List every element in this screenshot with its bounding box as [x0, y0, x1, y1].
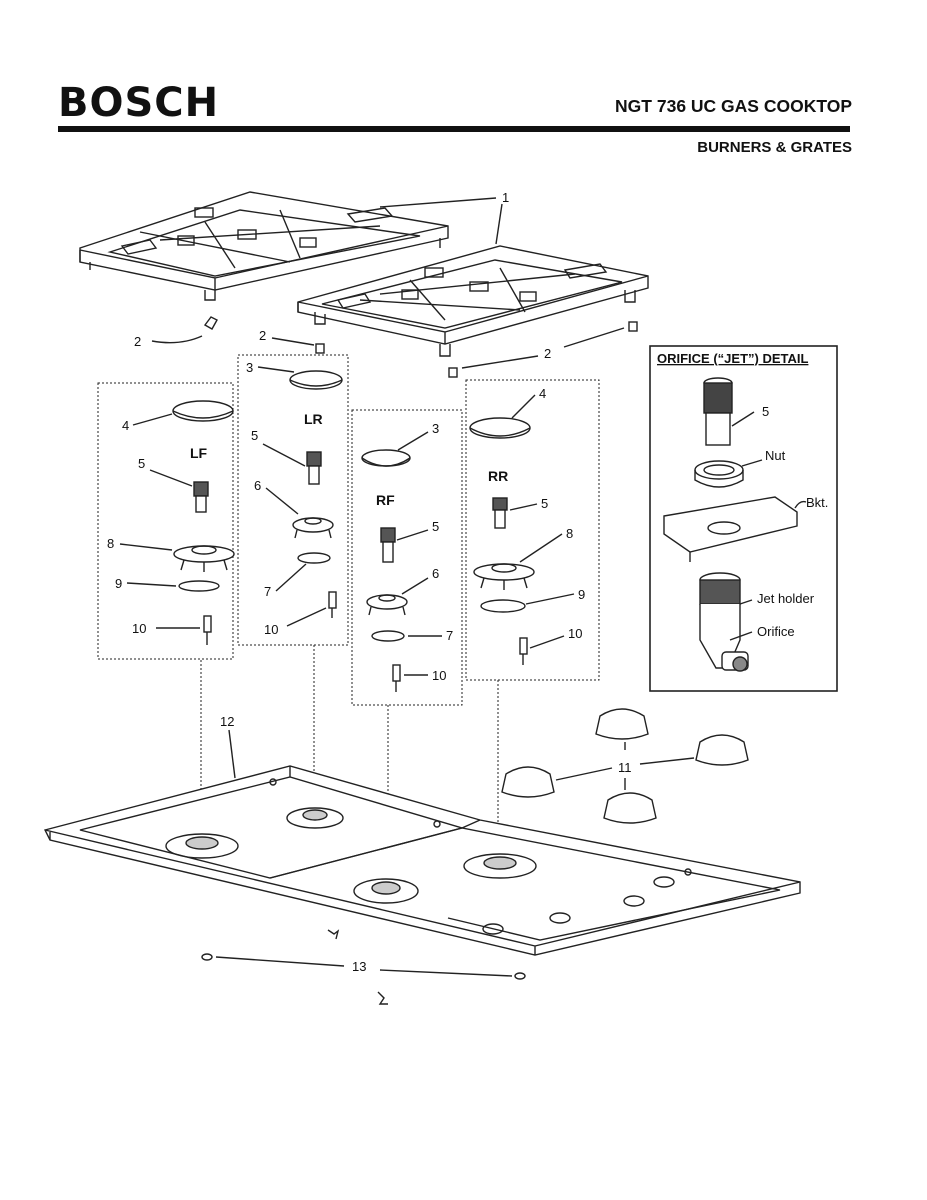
- callout-cooktop: 12: [220, 714, 234, 729]
- header-rule: [58, 126, 850, 132]
- callout-grate-foot-right: 2: [544, 346, 551, 361]
- svg-text:10: 10: [132, 621, 146, 636]
- svg-text:9: 9: [578, 587, 585, 602]
- grate-left: [79, 191, 449, 301]
- svg-text:5: 5: [432, 519, 439, 534]
- position-lr: LR: [304, 411, 323, 427]
- svg-text:8: 8: [566, 526, 573, 541]
- burner-group-rr: RR 4 5 8 9 10: [469, 386, 585, 665]
- position-rf: RF: [376, 492, 395, 508]
- svg-text:10: 10: [568, 626, 582, 641]
- position-lf: LF: [190, 445, 208, 461]
- detail-bracket-label: Bkt.: [806, 495, 828, 510]
- box-lf: [97, 382, 234, 660]
- svg-text:5: 5: [541, 496, 548, 511]
- svg-text:7: 7: [264, 584, 271, 599]
- detail-jet-holder-label: Jet holder: [757, 591, 815, 606]
- clips: 13: [201, 929, 526, 1005]
- model-title: NGT 736 UC GAS COOKTOP: [615, 96, 852, 116]
- box-rr: [465, 379, 600, 681]
- grate-foot-mid: 2: [259, 328, 325, 354]
- burner-group-rf: RF 3 5 6 7 10: [361, 421, 453, 692]
- orifice-detail-panel: ORIFICE (“JET”) DETAIL 5 Nut Bkt. Jet ho…: [649, 345, 838, 692]
- detail-orifice-label: Orifice: [757, 624, 795, 639]
- svg-text:5: 5: [138, 456, 145, 471]
- svg-text:8: 8: [107, 536, 114, 551]
- detail-part-number: 5: [762, 404, 769, 419]
- svg-text:9: 9: [115, 576, 122, 591]
- brand-logo: BOSCH: [58, 80, 220, 126]
- svg-text:7: 7: [446, 628, 453, 643]
- svg-text:4: 4: [539, 386, 546, 401]
- grate-foot-left: 2: [134, 316, 218, 349]
- burner-group-lf: LF 4 5 8 9 10: [107, 400, 235, 645]
- svg-text:10: 10: [264, 622, 278, 637]
- box-rf: [351, 409, 463, 706]
- svg-text:5: 5: [251, 428, 258, 443]
- grate-foot-right: 2: [448, 321, 638, 378]
- callout-grate-foot-mid: 2: [259, 328, 266, 343]
- callout-knobs: 11: [618, 760, 632, 775]
- svg-text:6: 6: [254, 478, 261, 493]
- svg-text:3: 3: [432, 421, 439, 436]
- cooktop-top: 12: [43, 714, 801, 956]
- svg-text:6: 6: [432, 566, 439, 581]
- svg-text:10: 10: [432, 668, 446, 683]
- position-rr: RR: [488, 468, 508, 484]
- grate-right: [297, 245, 649, 357]
- detail-nut-label: Nut: [765, 448, 786, 463]
- svg-text:4: 4: [122, 418, 129, 433]
- section-title: BURNERS & GRATES: [697, 139, 852, 156]
- callout-clips: 13: [352, 959, 366, 974]
- burner-group-lr: LR 3 5 6 7 10: [246, 360, 343, 637]
- knobs: 11: [501, 708, 749, 824]
- callout-grates: 1: [502, 190, 509, 205]
- callout-grate-foot-left: 2: [134, 334, 141, 349]
- orifice-detail-title: ORIFICE (“JET”) DETAIL: [657, 351, 808, 366]
- svg-text:3: 3: [246, 360, 253, 375]
